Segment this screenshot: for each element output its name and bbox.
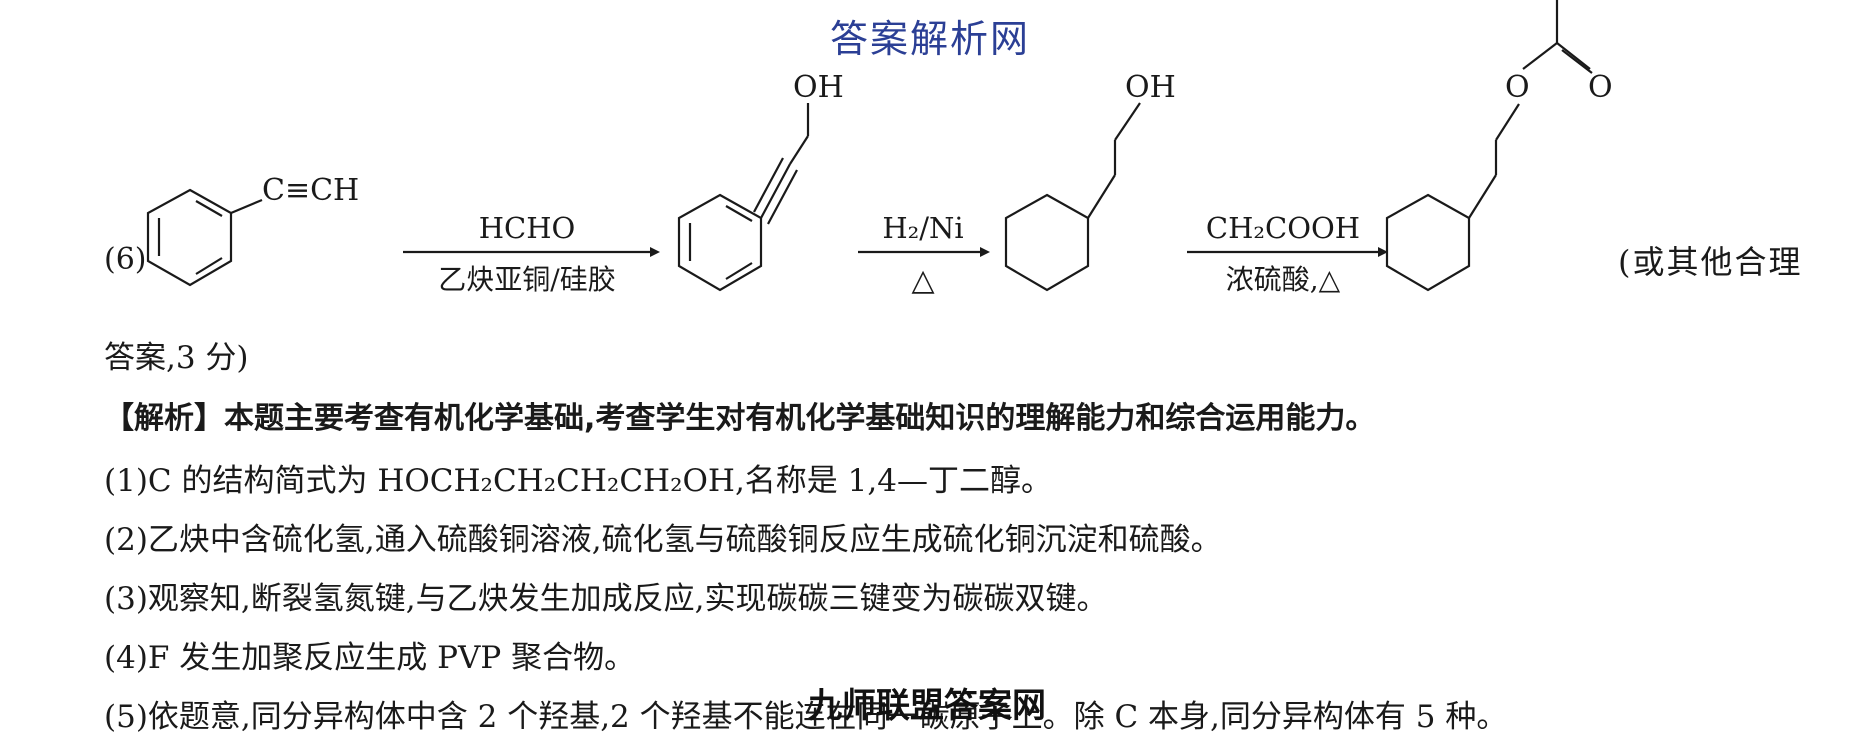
analysis-part-2: (2)乙炔中含硫化氢,通入硫酸铜溶液,硫化氢与硫酸铜反应生成硫化铜沉淀和硫酸。 — [104, 522, 1222, 558]
triple-bond — [760, 163, 791, 219]
watermark-top: 答案解析网 — [830, 17, 1031, 61]
start-alkyne-group: C≡CH — [262, 173, 359, 208]
oh-label-2: OH — [1125, 70, 1176, 105]
item-number-6: (6) — [104, 242, 147, 277]
carbonyl-oxygen: O — [1588, 70, 1613, 105]
step2-condition: △ — [911, 263, 934, 298]
step1-catalyst: 乙炔亚铜/硅胶 — [438, 263, 615, 296]
step3-reagent: CH₂COOH — [1206, 211, 1360, 245]
answer-end-line: 答案,3 分) — [104, 340, 249, 376]
cyclohexane-ring-1 — [1004, 193, 1090, 292]
watermark-bottom: 九师联盟答案网 — [808, 686, 1046, 726]
analysis-header: 【解析】本题主要考查有机化学基础,考查学生对有机化学基础知识的理解能力和综合运用… — [104, 401, 1376, 436]
ester-oxygen: O — [1505, 70, 1530, 105]
benzene-ring-1 — [146, 188, 233, 287]
oh-label-1: OH — [793, 70, 844, 105]
benzene-ring-2 — [677, 193, 763, 292]
step1-reagent: HCHO — [479, 211, 576, 245]
analysis-part-4: (4)F 发生加聚反应生成 PVP 聚合物。 — [104, 640, 636, 676]
analysis-part-3: (3)观察知,断裂氢氮键,与乙炔发生加成反应,实现碳碳三键变为碳碳双键。 — [104, 581, 1108, 617]
analysis-part-1: (1)C 的结构简式为 HOCH₂CH₂CH₂CH₂OH,名称是 1,4—丁二醇… — [104, 463, 1052, 499]
reaction-scheme: C≡CH OH OH O O HCHO 乙炔亚铜/硅胶 H₂/Ni △ CH₂C… — [146, 0, 1613, 298]
step2-reagent: H₂/Ni — [882, 211, 963, 245]
alternative-answer-note: (或其他合理 — [1618, 243, 1803, 281]
analysis-part-5: (5)依题意,同分异构体中含 2 个羟基,2 个羟基不能连在同一碳原子上。除 C… — [104, 699, 1508, 735]
step3-condition: 浓硫酸,△ — [1226, 263, 1341, 296]
cyclohexane-ring-2 — [1385, 193, 1471, 292]
carbonyl-double-bond — [1556, 42, 1591, 70]
